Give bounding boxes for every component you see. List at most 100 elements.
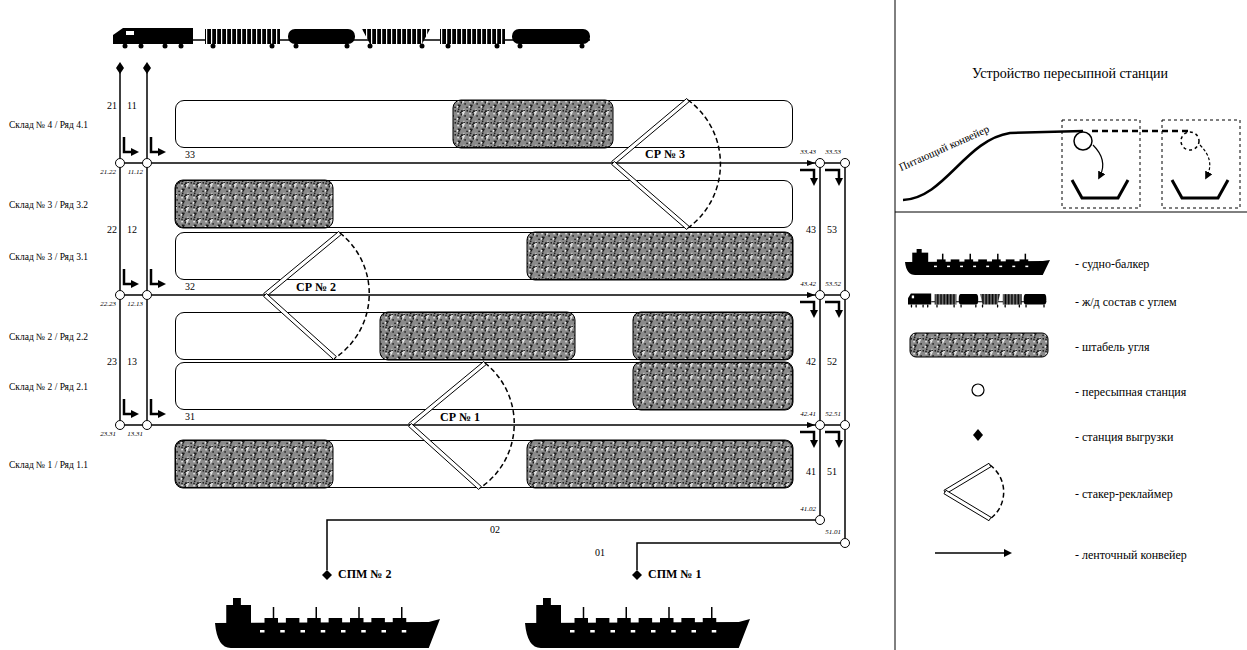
- unloading-station: [143, 62, 151, 74]
- stacker-swing-arc: [688, 100, 720, 228]
- storage-row: Склад № 1 / Ряд 1.1: [175, 440, 793, 488]
- wheel: [922, 304, 923, 308]
- wheel: [1004, 304, 1005, 308]
- transfer-station: 33.53: [840, 158, 850, 168]
- wheel: [270, 44, 275, 49]
- stacker-swing-arc: [480, 363, 514, 488]
- wheel: [953, 304, 954, 308]
- ship-hatch: [964, 259, 973, 263]
- ship-porthole: [341, 630, 346, 633]
- transfer-station: 52.51: [840, 420, 850, 430]
- transfer-device: [903, 120, 1240, 208]
- wagon: [205, 29, 280, 44]
- unloading-station: [116, 62, 124, 74]
- ship-mast: [626, 607, 628, 623]
- coal-stack: [633, 362, 793, 410]
- chute-box: [1162, 120, 1240, 208]
- storage-row: Склад № 3 / Ряд 3.1: [175, 232, 793, 280]
- ship-porthole: [280, 630, 285, 633]
- wheel: [123, 44, 128, 49]
- row-label: Склад № 2 / Ряд 2.1: [9, 382, 88, 393]
- legend-text: - стакер-реклаймер: [1075, 487, 1173, 501]
- wheel: [1025, 304, 1026, 308]
- row-label: Склад № 1 / Ряд 1.1: [9, 460, 88, 471]
- conveyor-number: 52: [827, 356, 837, 368]
- chute-box: [1062, 120, 1140, 208]
- legend-entry: - пересыпная станция: [1075, 382, 1186, 400]
- ship-mast: [668, 607, 670, 623]
- stacker-reclaimer: [264, 231, 370, 359]
- station-number: 41.02: [800, 505, 816, 513]
- ship-hatch: [393, 618, 407, 624]
- legend-entry: - ж/д состав с углем: [1075, 292, 1177, 310]
- row-label: Склад № 3 / Ряд 3.2: [9, 200, 88, 211]
- ship-porthole: [361, 630, 366, 633]
- coal-stack: [527, 440, 793, 488]
- conveyor-number: 23: [107, 356, 117, 368]
- conveyor-number: 32: [185, 281, 195, 293]
- panel-divider: [895, 212, 1247, 213]
- station-number: 53.52: [825, 280, 841, 288]
- ship-hatch: [596, 618, 610, 624]
- station-number: 22.23: [100, 300, 116, 308]
- transfer-station: 11.12: [142, 158, 152, 168]
- coal-stack: [453, 100, 613, 148]
- coal-train: [113, 28, 590, 49]
- ship-hatch: [937, 259, 946, 263]
- storage-row: Склад № 2 / Ряд 2.1: [175, 362, 793, 410]
- wheel: [495, 44, 500, 49]
- row-label: Склад № 3 / Ряд 3.1: [9, 252, 88, 263]
- stacker-swing-arc: [335, 233, 369, 358]
- station-number: 11.12: [128, 168, 143, 176]
- ship-hatch: [617, 618, 631, 624]
- conveyor-number: 51: [827, 466, 837, 478]
- ship-porthole: [1025, 266, 1028, 268]
- wheel: [179, 44, 184, 49]
- locomotive: [113, 28, 193, 44]
- ship-porthole: [301, 630, 306, 633]
- ship-porthole: [692, 630, 697, 633]
- conveyor-number: 41: [806, 466, 816, 478]
- conveyor-number: 43: [806, 224, 816, 236]
- transfer-station: 41.02: [815, 515, 825, 525]
- legend-sample: [905, 249, 1050, 275]
- conveyor-number: 21: [107, 100, 117, 112]
- ship-hatch: [329, 618, 343, 624]
- locomotive-window: [126, 31, 134, 35]
- transfer-station: 13.31: [142, 420, 152, 430]
- legend-text: - судно-балкер: [1075, 257, 1149, 271]
- ship-porthole: [934, 266, 937, 268]
- belt-conveyor: [844, 300, 846, 420]
- transfer-arrow: [800, 170, 814, 182]
- conveyor-number: 02: [490, 524, 500, 536]
- conveyor-number: 53: [827, 224, 837, 236]
- wagon: [440, 29, 505, 44]
- transfer-station: 22.23: [115, 290, 125, 300]
- wheel: [982, 304, 983, 308]
- stacker-label: СР № 3: [645, 148, 685, 160]
- legend-sample: [908, 293, 1046, 307]
- wheel: [936, 304, 937, 308]
- ship-porthole: [382, 630, 387, 633]
- row-label: Склад № 4 / Ряд 4.1: [9, 120, 88, 131]
- legend-sample: [944, 463, 1004, 520]
- station-number: 42.41: [800, 410, 816, 418]
- transfer-arrow: [825, 302, 839, 314]
- ship-mast: [273, 607, 275, 623]
- ship-porthole: [986, 266, 989, 268]
- ship-hatch: [265, 618, 279, 624]
- transfer-arrow: [800, 432, 814, 444]
- ship-porthole: [651, 630, 656, 633]
- head-pulley: [1181, 132, 1199, 150]
- belt-conveyor: [844, 430, 846, 538]
- transfer-station: 33.43: [815, 158, 825, 168]
- belt-conveyor: [825, 162, 840, 164]
- belt-conveyor: [119, 300, 121, 420]
- legend-text: - ж/д состав с углем: [1075, 295, 1177, 309]
- bulk-carrier: [525, 598, 750, 648]
- wheel: [446, 44, 451, 49]
- wagon: [980, 294, 1000, 305]
- ship-hatch: [286, 618, 300, 624]
